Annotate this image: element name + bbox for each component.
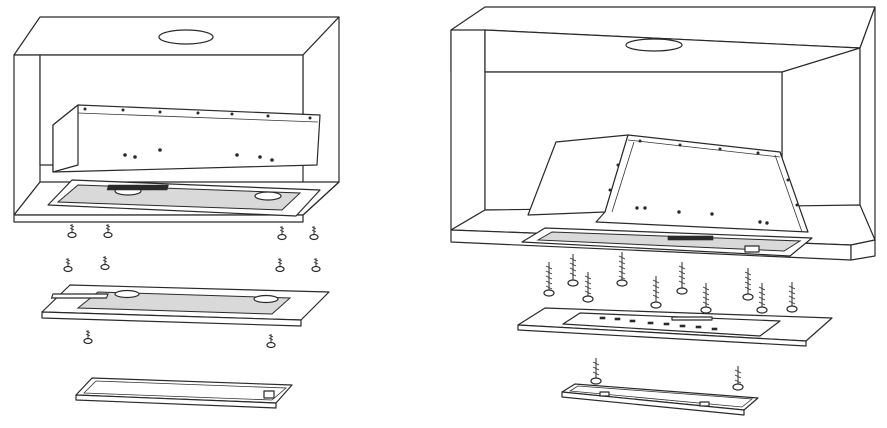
screw-icon [63,258,73,273]
screw-icon [616,252,628,287]
screw-icon [309,226,319,241]
right-cabinet-side [450,29,486,231]
screw-icon [275,258,285,273]
left-panel-edge [41,311,302,327]
right-cover-edge [561,391,745,416]
screw-icon [100,256,110,271]
screw-icon [277,226,287,241]
screw-icon [103,224,113,239]
screw-icon [83,330,93,345]
right-panel-edge [517,324,807,347]
screw-icon [567,254,579,287]
screw-icon [582,272,594,303]
left-housing-side [52,104,79,173]
right-panel-screws [590,358,744,391]
right-mounting-screws [543,252,798,314]
left-panel-screws [83,330,276,349]
screw-icon [311,258,321,273]
left-housing-back [52,104,321,173]
screw-icon [786,282,798,313]
right-filter-panel [517,307,833,347]
screw-icon [266,334,276,349]
right-housing-front [595,134,809,233]
screw-icon [756,283,768,314]
left-light-cover [75,377,293,409]
left-duct-hole [158,29,214,45]
left-cover-edge [75,394,277,409]
left-lower-screws [63,256,321,273]
screw-icon [742,268,754,301]
screw-icon [650,276,662,309]
left-upper-screws [67,224,319,241]
screw-icon [700,283,712,314]
right-duct-hole [625,38,683,52]
left-cabinet-bottom-edge [13,214,304,223]
right-light-cover [561,383,759,416]
screw-icon [676,262,688,295]
screw-icon [67,224,77,239]
right-insert-housing [521,134,813,257]
right-housing-tray-inner [536,231,802,252]
left-insert-housing [47,104,321,217]
screw-icon [590,358,602,385]
screw-icon [543,262,555,297]
left-filter-panel [41,284,330,327]
screw-icon [732,366,744,391]
